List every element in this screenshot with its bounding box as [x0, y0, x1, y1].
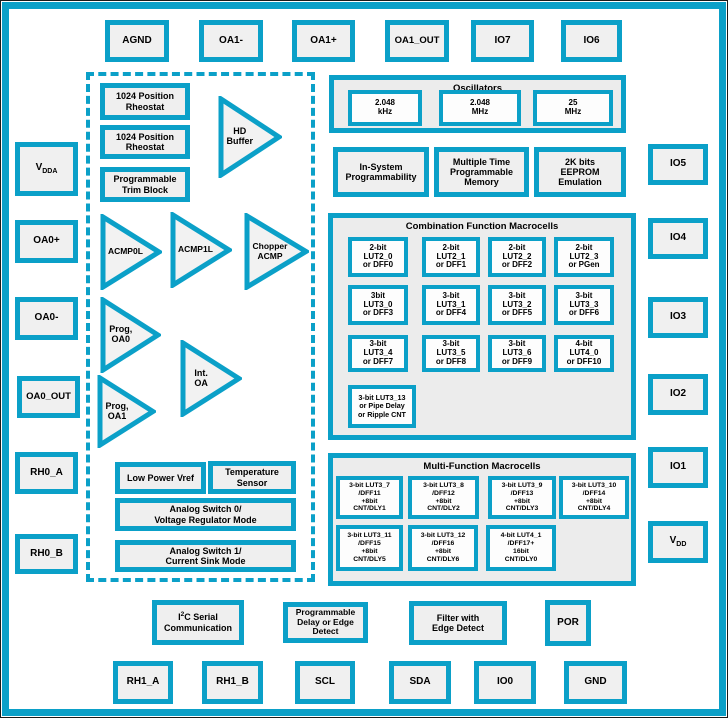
pin-io2: IO2: [648, 374, 708, 415]
triangle-shape: [100, 214, 162, 290]
cfm-cell-lut3-4: 3-bit LUT3_4 or DFF7: [348, 335, 408, 372]
block-por: POR: [545, 600, 591, 646]
block-low-power-vref: Low Power Vref: [115, 462, 206, 494]
block-acmp0l: ACMP0L: [100, 214, 162, 290]
block-osc-25mhz: 25 MHz: [533, 90, 613, 126]
block-temperature-sensor: Temperature Sensor: [208, 461, 296, 494]
block-acmp1l: ACMP1L: [170, 212, 232, 288]
pin-oa1-out: OA1_OUT: [385, 20, 449, 62]
cfm-cell-lut3-0: 3bit LUT3_0 or DFF3: [348, 285, 408, 325]
mfm-cell-lut3-8: 3-bit LUT3_8 /DFF12 +8bit CNT/DLY2: [408, 476, 479, 519]
block-in-system-programmability: In-System Programmability: [333, 147, 429, 197]
pin-oa1-plus: OA1+: [292, 20, 355, 62]
cfm-cell-lut3-2: 3-bit LUT3_2 or DFF5: [488, 285, 546, 325]
block-int-oa: Int. OA: [180, 340, 242, 417]
pin-io3: IO3: [648, 297, 708, 338]
cfm-cell-lut2-1: 2-bit LUT2_1 or DFF1: [422, 237, 480, 277]
pin-oa0-plus: OA0+: [15, 220, 78, 263]
block-multiple-time-programmable-memory: Multiple Time Programmable Memory: [434, 147, 529, 197]
triangle-shape: [100, 297, 161, 373]
pin-agnd: AGND: [105, 20, 169, 62]
analog-section-dashed-box: [86, 72, 315, 582]
block-prog-oa1: Prog, OA1: [97, 375, 156, 448]
pin-oa0-out: OA0_OUT: [17, 376, 80, 418]
pin-io6: IO6: [561, 20, 622, 62]
pin-vdd: VDD: [648, 521, 708, 563]
cfm-cell-lut3-5: 3-bit LUT3_5 or DFF8: [422, 335, 480, 372]
block-analog-switch-0: Analog Switch 0/ Voltage Regulator Mode: [115, 498, 296, 531]
block-programmable-trim: Programmable Trim Block: [100, 167, 190, 202]
block-analog-switch-1: Analog Switch 1/ Current Sink Mode: [115, 540, 296, 572]
cfm-cell-lut3-1: 3-bit LUT3_1 or DFF4: [422, 285, 480, 325]
pin-rh0-a: RH0_A: [15, 452, 78, 494]
mfm-cell-lut3-10: 3-bit LUT3_10 /DFF14 +8bit CNT/DLY4: [559, 476, 629, 519]
pin-io1: IO1: [648, 447, 708, 488]
pin-rh1-b: RH1_B: [202, 661, 263, 704]
pin-io5: IO5: [648, 144, 708, 185]
cfm-cell-lut3-3: 3-bit LUT3_3 or DFF6: [554, 285, 614, 325]
pin-gnd: GND: [564, 661, 627, 704]
cfm-cell-lut2-0: 2-bit LUT2_0 or DFF0: [348, 237, 408, 277]
pin-vdda: VDDA: [15, 142, 78, 196]
pin-sda: SDA: [389, 661, 451, 704]
triangle-shape: [244, 213, 309, 290]
block-programmable-delay-edge-detect: Programmable Delay or Edge Detect: [283, 602, 368, 643]
mfm-title: Multi-Function Macrocells: [423, 461, 541, 472]
triangle-shape: [170, 212, 232, 288]
block-1024-rheostat-1: 1024 Position Rheostat: [100, 83, 190, 120]
block-eeprom-emulation: 2K bits EEPROM Emulation: [534, 147, 626, 197]
block-prog-oa0: Prog, OA0: [100, 297, 161, 373]
block-hd-buffer: HD Buffer: [218, 96, 282, 178]
mfm-cell-lut3-7: 3-bit LUT3_7 /DFF11 +8bit CNT/DLY1: [336, 476, 403, 519]
block-osc-2048khz: 2.048 kHz: [348, 90, 422, 126]
pin-rh1-a: RH1_A: [113, 661, 173, 704]
cfm-title: Combination Function Macrocells: [405, 221, 559, 232]
mfm-cell-lut3-12: 3-bit LUT3_12 /DFF16 +8bit CNT/DLY6: [408, 525, 478, 571]
triangle-shape: [180, 340, 242, 417]
cfm-cell-lut2-2: 2-bit LUT2_2 or DFF2: [488, 237, 546, 277]
cfm-cell-lut2-3: 2-bit LUT2_3 or PGen: [554, 237, 614, 277]
block-i2c-serial-communication: I2C Serial Communication: [152, 600, 244, 645]
triangle-shape: [97, 375, 156, 448]
block-chopper-acmp: Chopper ACMP: [244, 213, 309, 290]
mfm-cell-lut3-9: 3-bit LUT3_9 /DFF13 +8bit CNT/DLY3: [488, 476, 556, 519]
cfm-cell-lut3-13: 3-bit LUT3_13 or Pipe Delay or Ripple CN…: [348, 385, 416, 428]
pin-scl: SCL: [295, 661, 355, 704]
pin-oa1-minus: OA1-: [199, 20, 263, 62]
pin-io4: IO4: [648, 218, 708, 259]
cfm-cell-lut3-6: 3-bit LUT3_6 or DFF9: [488, 335, 546, 372]
pin-oa0-minus: OA0-: [15, 297, 78, 340]
oscillators-title: Oscillators: [452, 83, 503, 94]
pin-io0: IO0: [474, 661, 536, 704]
mfm-cell-lut3-11: 3-bit LUT3_11 /DFF15 +8bit CNT/DLY5: [336, 525, 403, 571]
block-osc-2048mhz: 2.048 MHz: [439, 90, 521, 126]
triangle-shape: [218, 96, 282, 178]
pin-io7: IO7: [471, 20, 534, 62]
block-1024-rheostat-2: 1024 Position Rheostat: [100, 125, 190, 159]
mfm-cell-lut4-1: 4-bit LUT4_1 /DFF17+ 16bit CNT/DLY0: [486, 525, 556, 571]
pin-rh0-b: RH0_B: [15, 534, 78, 574]
block-filter-edge-detect: Filter with Edge Detect: [409, 601, 507, 645]
cfm-cell-lut4-0: 4-bit LUT4_0 or DFF10: [554, 335, 614, 372]
